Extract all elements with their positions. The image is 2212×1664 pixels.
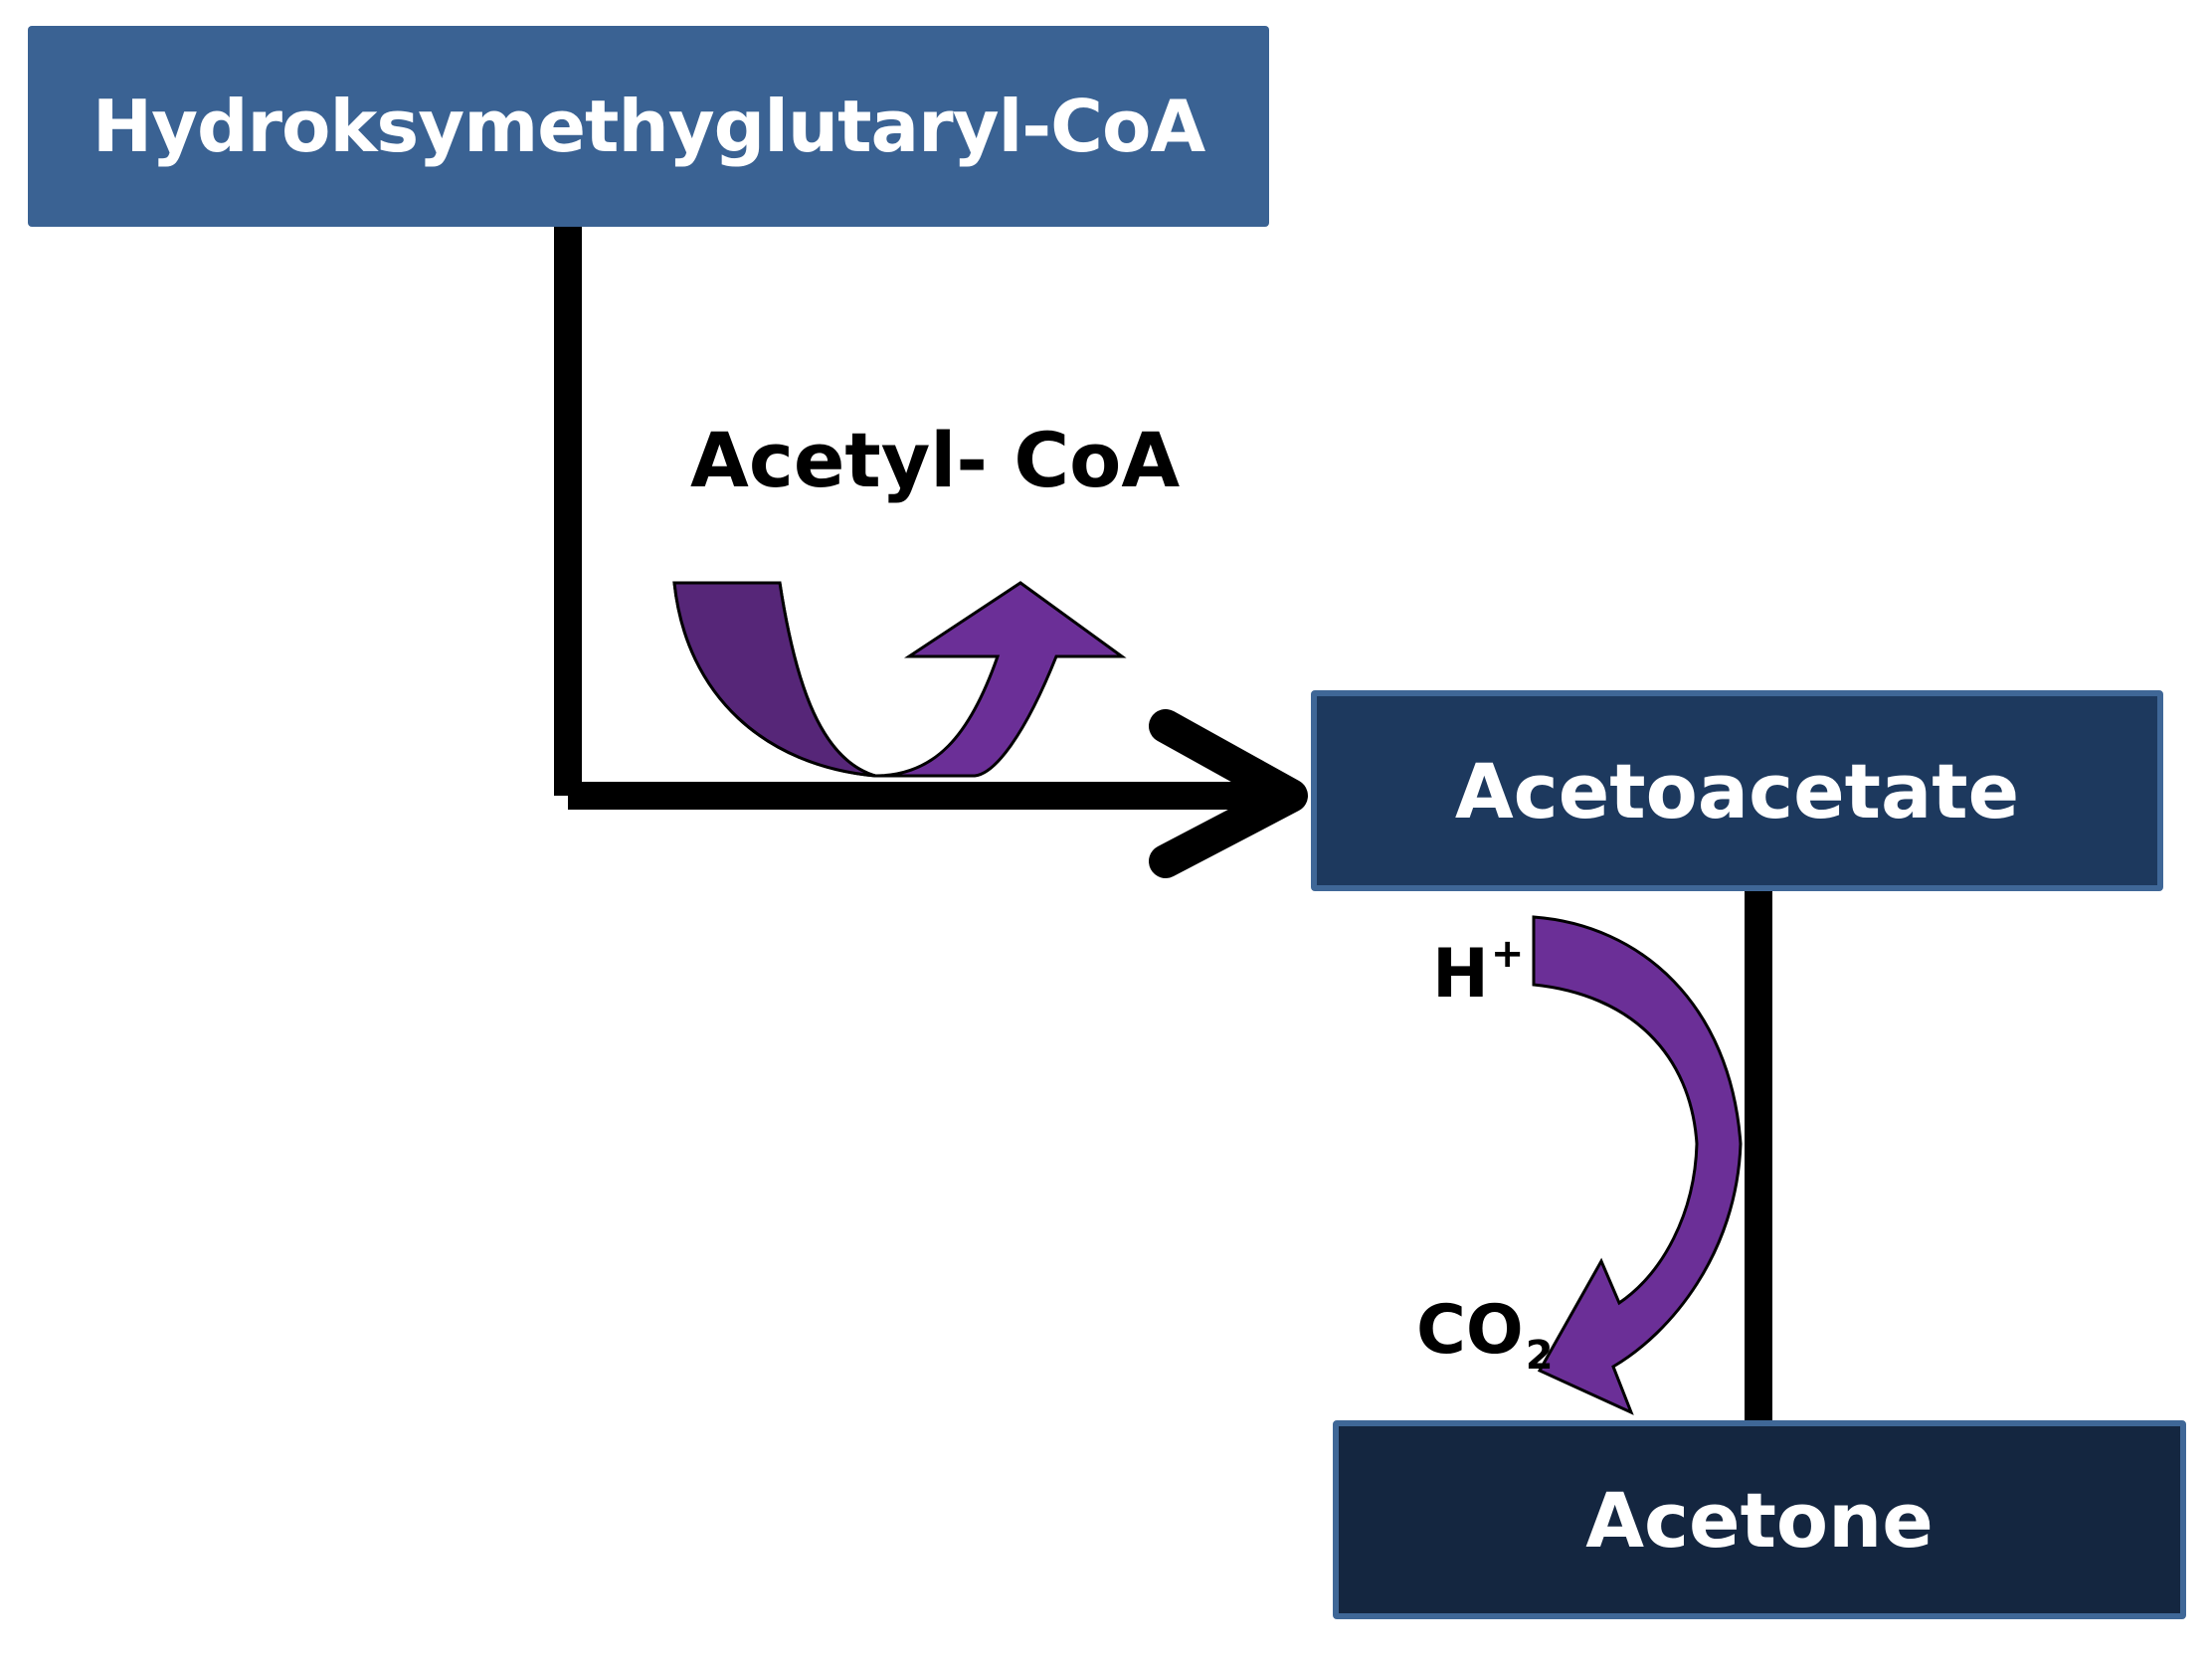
hmg-coa-label: Hydroksymethyglutaryl-CoA — [92, 85, 1205, 168]
hmg-coa-node: Hydroksymethyglutaryl-CoA — [28, 26, 1269, 227]
acetoacetate-node: Acetoacetate — [1311, 690, 2163, 891]
acetone-label: Acetone — [1585, 1475, 1934, 1565]
h-plus-superscript: + — [1490, 931, 1525, 977]
acetyl-coa-curved-arrow — [672, 581, 1127, 778]
acetyl-coa-label: Acetyl- CoA — [690, 416, 1181, 504]
h-plus-base: H — [1432, 935, 1489, 1014]
co2-label: CO2 — [1416, 1291, 1554, 1379]
hmg-to-acetoacetate-connector — [554, 221, 1283, 810]
h-plus-label: H+ — [1432, 931, 1524, 1014]
connector-arrowhead — [1149, 709, 1308, 878]
co2-base: CO — [1416, 1291, 1524, 1370]
decarboxylation-curved-arrow — [1532, 915, 1743, 1415]
acetoacetate-label: Acetoacetate — [1454, 746, 2020, 835]
acetone-node: Acetone — [1333, 1420, 2186, 1619]
co2-subscript: 2 — [1525, 1333, 1554, 1379]
